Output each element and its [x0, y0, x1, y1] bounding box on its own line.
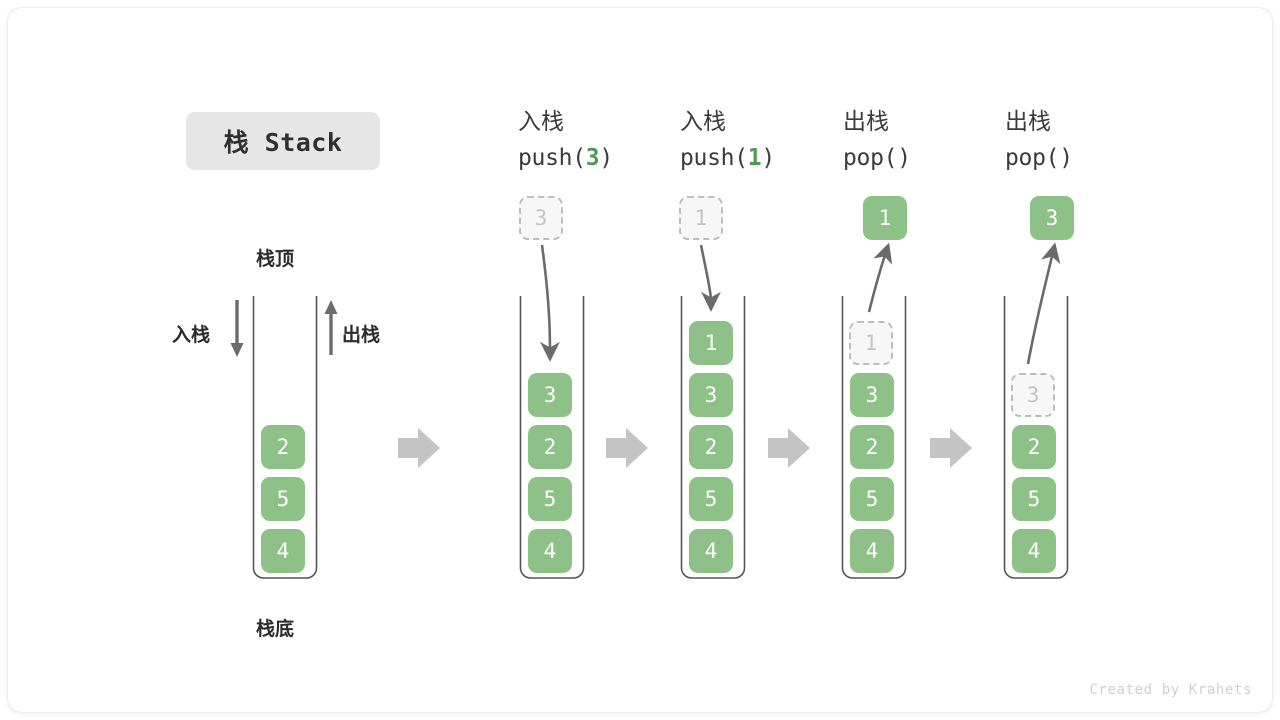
push-side-label: 入栈: [172, 324, 211, 346]
operation-header-push-1: 入栈 push(1): [680, 104, 840, 176]
stack-cell: 5: [850, 477, 894, 521]
title-text: 栈 Stack: [223, 128, 343, 157]
footer-credit: Created by Krahets: [1089, 682, 1252, 698]
floating-cell-pop-1: 1: [863, 196, 907, 240]
stack-cell: 4: [689, 529, 733, 573]
operation-header-push-3: 入栈 push(3): [518, 104, 678, 176]
stack-cell: 4: [1012, 529, 1056, 573]
stack-cell: 2: [850, 425, 894, 469]
operation-header-pop-3: 出栈 pop(): [1005, 104, 1165, 176]
stack-cell: 4: [261, 529, 305, 573]
stack-cell: 5: [528, 477, 572, 521]
operation-label-code: push(1): [680, 145, 775, 171]
stack-container-push-1: [680, 296, 746, 589]
stack-cell: 5: [261, 477, 305, 521]
operation-label-code: pop(): [843, 145, 911, 171]
stack-cell: 2: [261, 425, 305, 469]
floating-cell-pop-3: 3: [1030, 196, 1074, 240]
operation-label-code: pop(): [1005, 145, 1073, 171]
operation-label-cn: 出栈: [843, 109, 889, 135]
stack-cell: 4: [850, 529, 894, 573]
title-badge: 栈 Stack: [186, 112, 380, 170]
stack-top-label: 栈顶: [256, 248, 295, 270]
operation-arg: 3: [585, 145, 600, 171]
stack-cell: 3: [528, 373, 572, 417]
stack-cell: 3: [689, 373, 733, 417]
floating-cell-push-3: 3: [519, 196, 563, 240]
stack-container-pop-1: [841, 296, 907, 589]
stack-container-initial: [252, 296, 318, 589]
stack-cell: 5: [689, 477, 733, 521]
stack-cell: 5: [1012, 477, 1056, 521]
stack-cell: 1: [689, 321, 733, 365]
floating-cell-push-1: 1: [679, 196, 723, 240]
operation-label-code: push(3): [518, 145, 613, 171]
stack-cell-ghost: 3: [1011, 373, 1055, 417]
stack-cell: 2: [1012, 425, 1056, 469]
operation-label-cn: 入栈: [518, 109, 564, 135]
stack-container-push-3: [519, 296, 585, 589]
stack-container-pop-3: [1003, 296, 1069, 589]
stack-cell-ghost: 1: [849, 321, 893, 365]
operation-arg: 1: [747, 145, 762, 171]
stack-cell: 2: [689, 425, 733, 469]
pop-side-label: 出栈: [342, 324, 381, 346]
stack-bottom-label: 栈底: [256, 618, 295, 640]
stack-cell: 2: [528, 425, 572, 469]
stack-cell: 4: [528, 529, 572, 573]
operation-header-pop-1: 出栈 pop(): [843, 104, 1003, 176]
operation-label-cn: 出栈: [1005, 109, 1051, 135]
stack-cell: 3: [850, 373, 894, 417]
operation-label-cn: 入栈: [680, 109, 726, 135]
